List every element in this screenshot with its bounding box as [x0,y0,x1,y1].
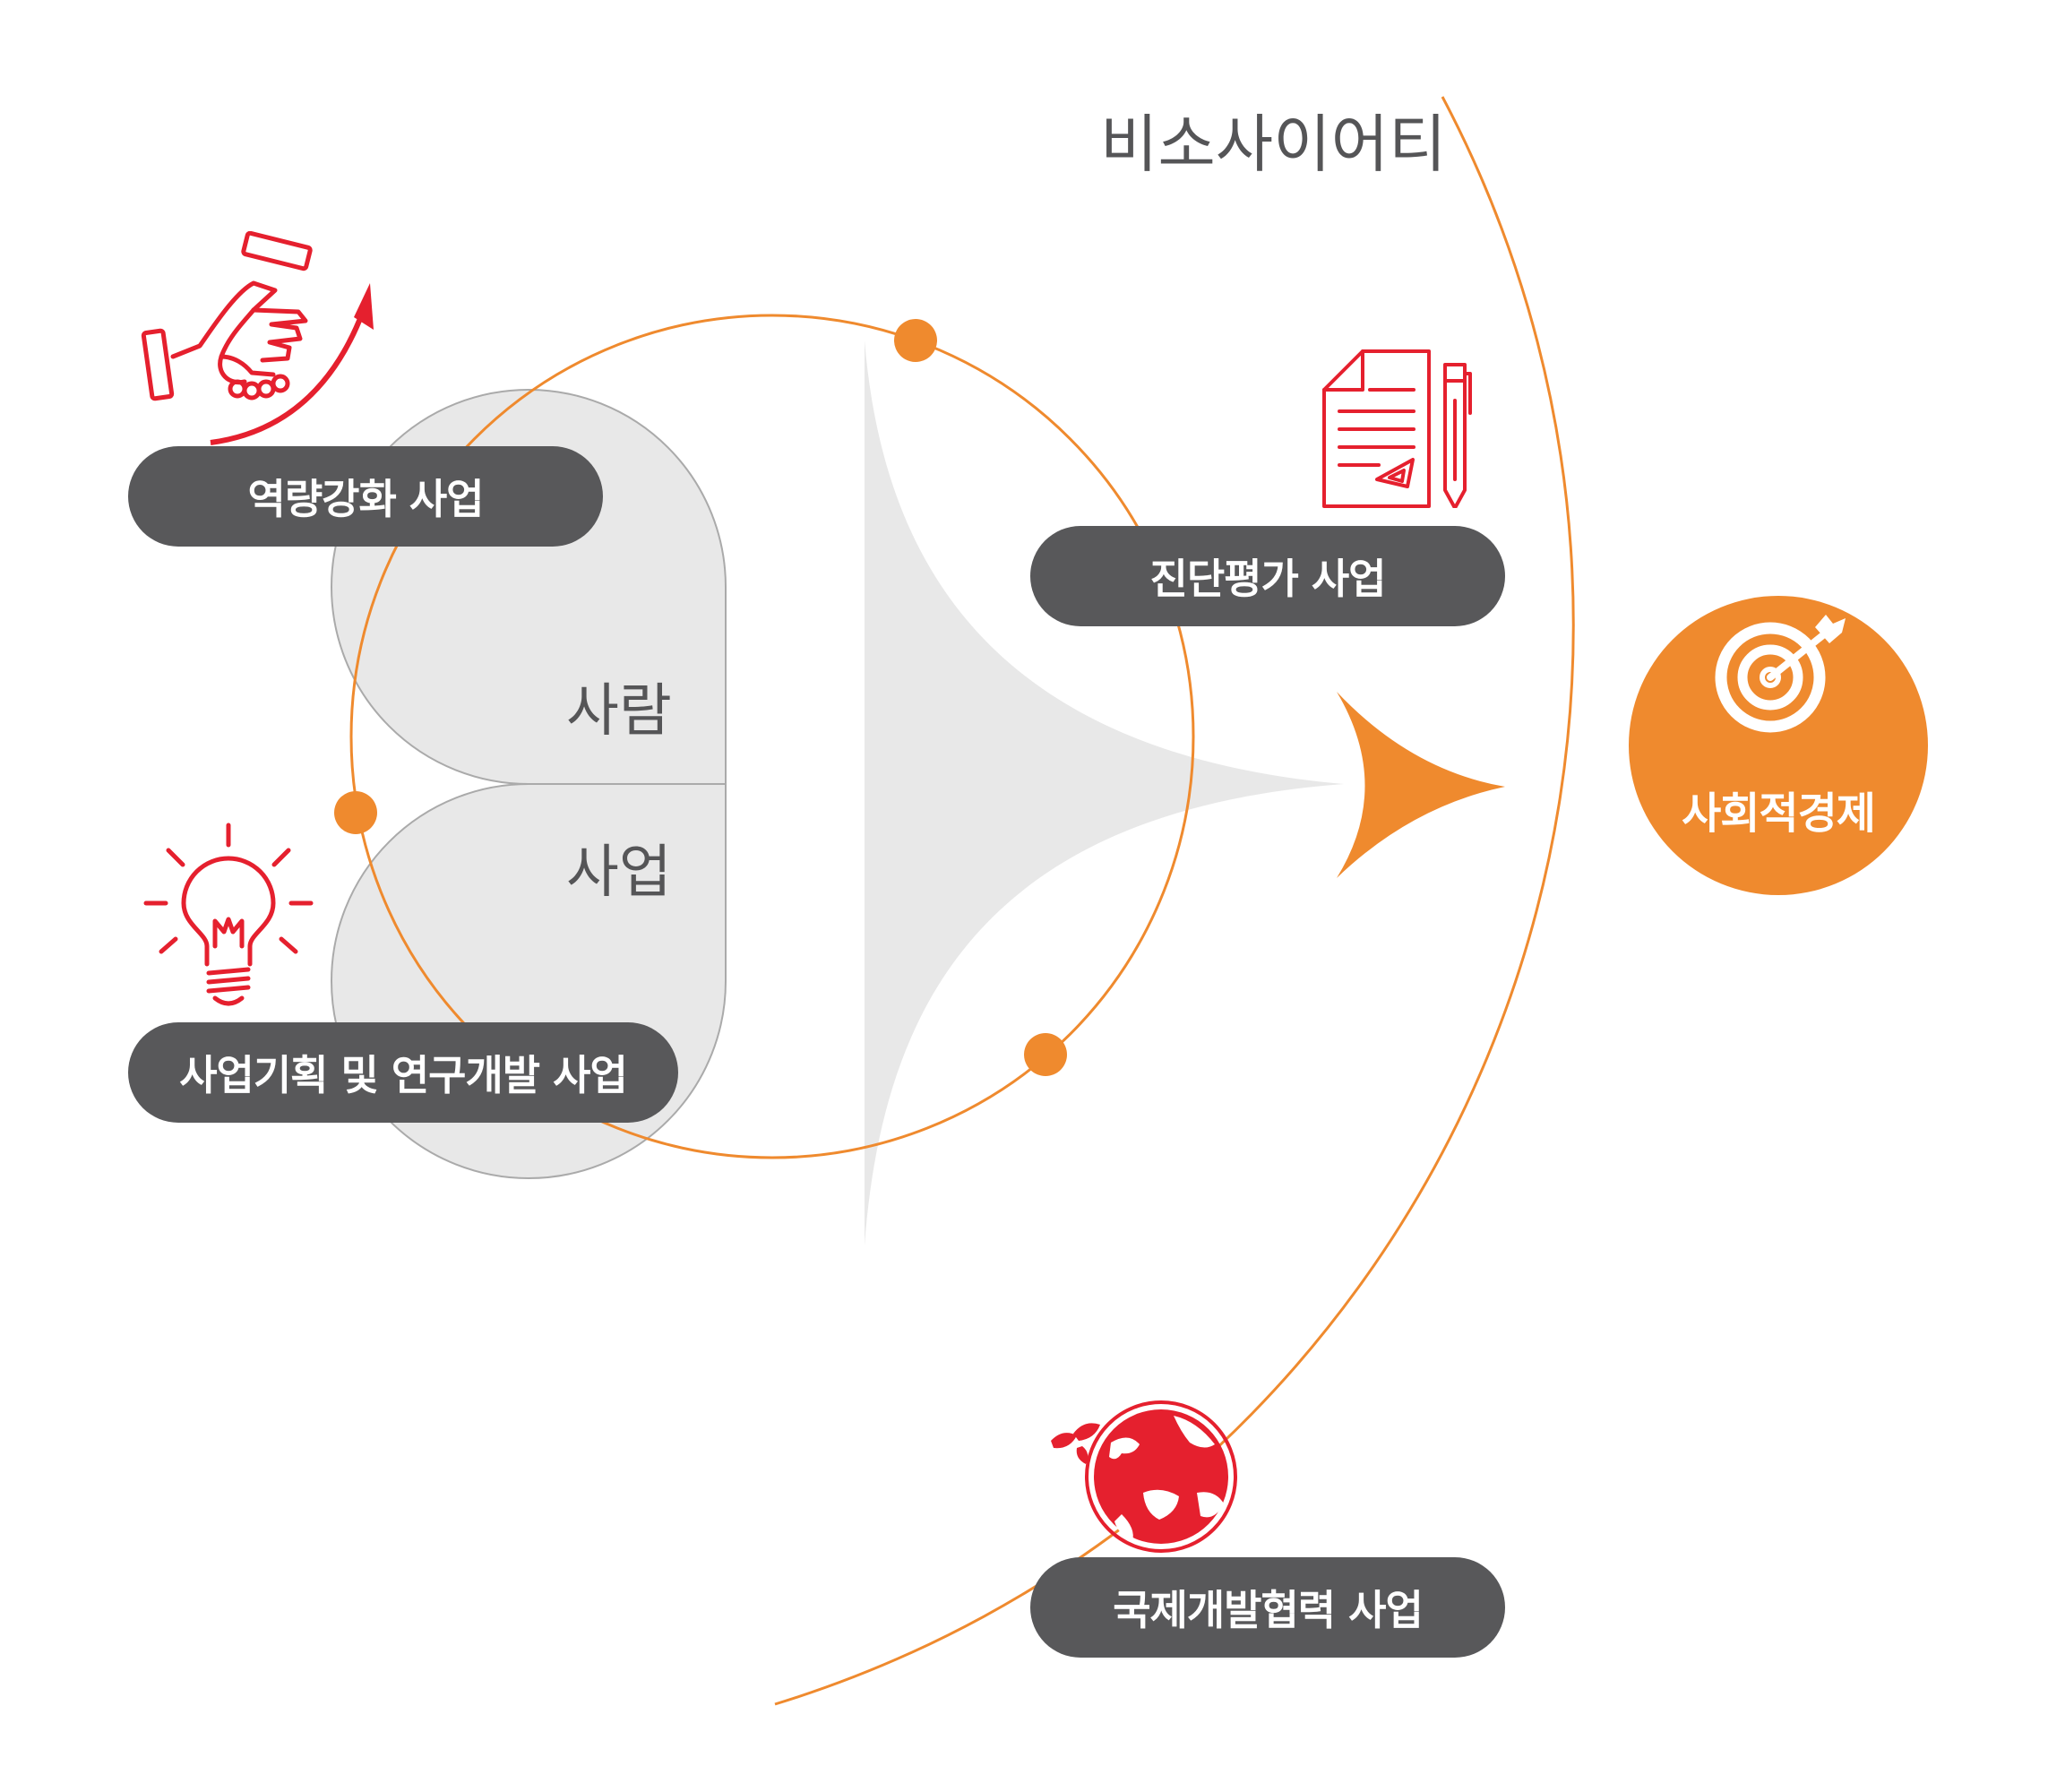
goal-label: 사회적경제 [1682,788,1876,839]
circle-dot-bottom [1024,1033,1067,1076]
goal-circle [1629,596,1928,895]
circle-dot-top [894,319,937,362]
handshake-growth-icon [141,231,374,445]
target-icon [1715,615,1846,733]
page-title: 비소사이어티 [1100,108,1447,181]
main-circle [349,314,1195,1159]
lightbulb-icon [143,823,314,1006]
document-pen-icon [1322,349,1472,508]
program-pill-evaluation: 진단평가 사업 [1030,526,1505,626]
core-label-business: 사업 [566,840,672,906]
arrow-head [1337,692,1505,878]
funnel-shape [865,340,1344,1245]
program-pill-capacity: 역량강화 사업 [128,446,603,547]
core-label-people: 사람 [566,678,672,745]
globe-icon [1051,1400,1237,1553]
circle-dot-left [334,791,377,834]
program-pill-international: 국제개발협력 사업 [1030,1557,1505,1658]
program-pill-planning: 사업기획 및 연구개발 사업 [128,1022,678,1123]
